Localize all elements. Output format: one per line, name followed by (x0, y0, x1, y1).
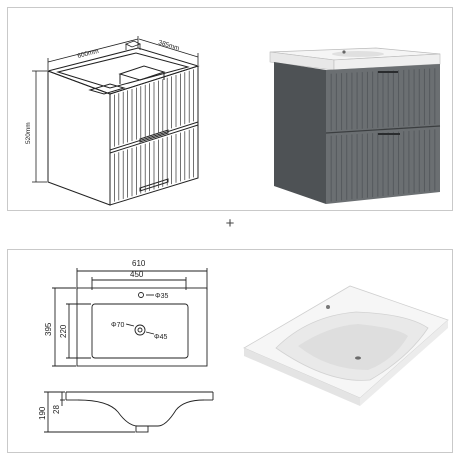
cabinet-line-drawing: 600mm 385mm 520mm (25, 36, 441, 206)
cabinet-panel: 600mm 385mm 520mm (7, 7, 453, 211)
tap-hole-label: Φ35 (155, 293, 168, 300)
cabinet-side-face (47, 70, 111, 206)
height-label: 520mm (25, 122, 32, 144)
drain-45-label: Φ45 (154, 334, 167, 341)
render-flutes (330, 68, 436, 202)
plus-separator: + (225, 215, 235, 232)
overall-depth-label: 395 (44, 322, 53, 336)
basin-plan-outline (76, 287, 208, 367)
width-label: 600mm (77, 48, 100, 60)
depth-dimension-line (138, 38, 199, 58)
depth-label: 385mm (157, 39, 180, 52)
drawer-divider (109, 121, 199, 151)
cabinet-top-inner (56, 52, 190, 89)
tap-hole-circle (138, 292, 144, 298)
rim-thickness-label: 28 (52, 405, 61, 414)
render-drain-icon (355, 356, 361, 360)
render-handle-top (378, 71, 398, 73)
basin-line-drawing: 610 450 Φ35 Φ70 Φ45 395 220 190 28 (38, 259, 449, 433)
basin-bowl-outline (91, 303, 189, 359)
inner-width-label: 450 (130, 270, 144, 279)
render-handle-bottom (378, 133, 400, 135)
height-label-basin: 190 (38, 406, 47, 420)
bowl-section-curve (77, 399, 205, 427)
tap-hole-icon (342, 50, 346, 54)
inner-depth-label: 220 (59, 324, 68, 338)
basin-product-render (243, 285, 449, 406)
width-dimension-line (47, 38, 139, 63)
basin-panel: 610 450 Φ35 Φ70 Φ45 395 220 190 28 (7, 249, 453, 453)
drain-70-label: Φ70 (111, 322, 124, 329)
cabinet-product-render (269, 47, 441, 204)
overall-width-label: 610 (132, 259, 146, 268)
handle-top (139, 129, 169, 143)
cabinet-side-panel (274, 62, 326, 204)
render-tap-hole-icon (326, 305, 330, 309)
cabinet-flutes (114, 69, 194, 202)
drain-circle (134, 324, 146, 336)
cabinet-top-outline (46, 47, 200, 95)
